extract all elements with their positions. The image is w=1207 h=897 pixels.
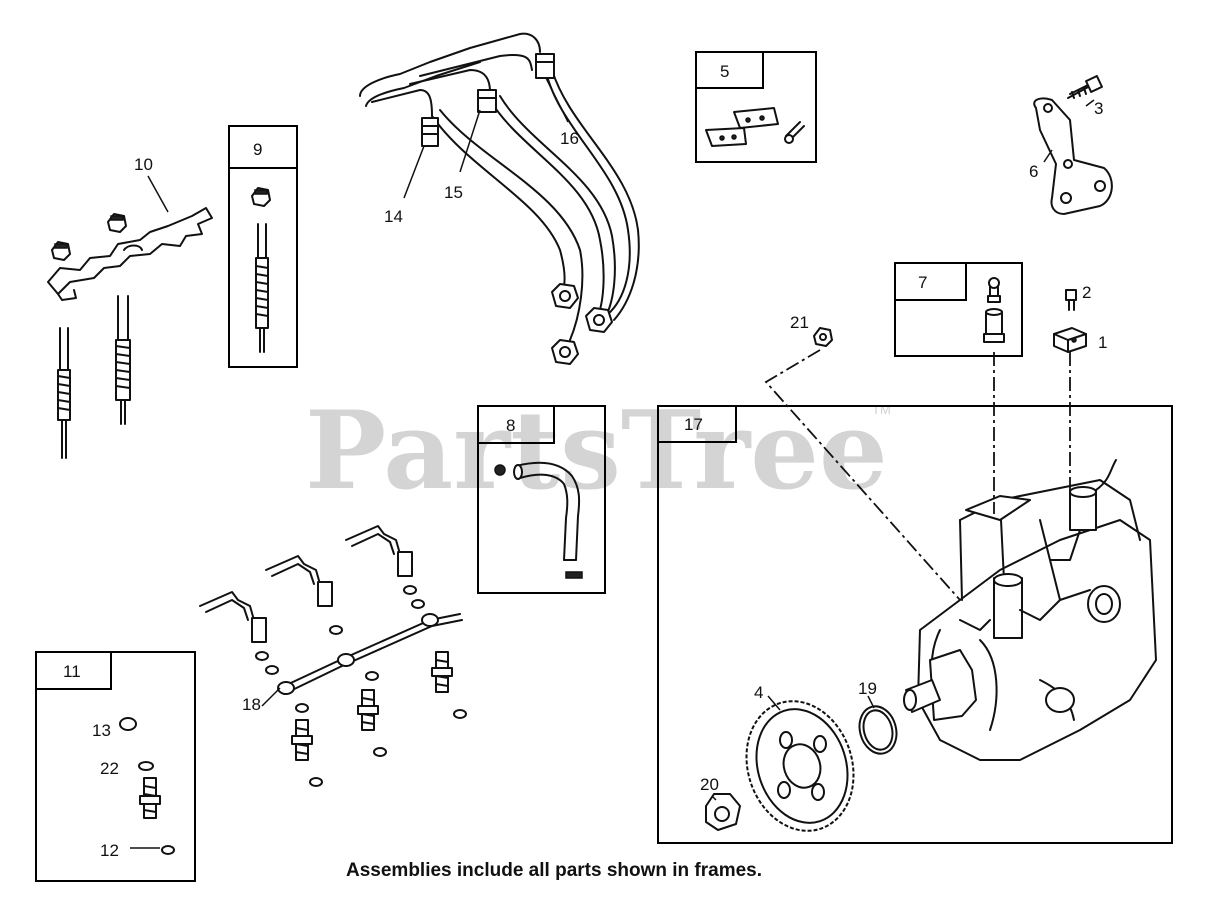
callout-16[interactable]: 16: [560, 129, 579, 148]
frame-5-label: 5: [720, 62, 729, 81]
callout-22[interactable]: 22: [100, 759, 119, 778]
frame-8-label: 8: [506, 416, 515, 435]
callout-14[interactable]: 14: [384, 207, 403, 226]
callout-19[interactable]: 19: [858, 679, 877, 698]
part-3-drawing[interactable]: [1067, 75, 1103, 99]
frame-9[interactable]: 9: [228, 125, 298, 368]
callout-4[interactable]: 4: [754, 683, 763, 702]
part-19-drawing[interactable]: [854, 702, 901, 758]
part-9-drawing[interactable]: [251, 187, 271, 353]
frame-7-label: 7: [918, 273, 927, 292]
frame-17-label: 17: [684, 415, 703, 434]
part-20-drawing[interactable]: [705, 793, 741, 831]
callout-12[interactable]: 12: [100, 841, 119, 860]
part-6-drawing[interactable]: [1033, 97, 1113, 215]
leader-lines: [130, 77, 1095, 849]
part-4-drawing[interactable]: [730, 687, 870, 845]
callout-2[interactable]: 2: [1082, 283, 1091, 302]
part-8-drawing[interactable]: [494, 461, 583, 579]
part-11-drawing[interactable]: [119, 717, 175, 855]
frame-9-label: 9: [253, 140, 262, 159]
assemblies-caption: Assemblies include all parts shown in fr…: [346, 860, 762, 881]
callout-20[interactable]: 20: [700, 775, 719, 794]
callout-10[interactable]: 10: [134, 155, 153, 174]
frame-11[interactable]: 11: [35, 651, 196, 882]
watermark-text: PartsTree: [305, 388, 888, 514]
part-7-drawing[interactable]: [983, 277, 1005, 343]
part-1-drawing[interactable]: [1053, 327, 1087, 353]
callout-21[interactable]: 21: [790, 313, 809, 332]
callout-labels: 1 2 3 4 6 10 12 13 14 15 16 18 19 20 21 …: [92, 99, 1107, 860]
part-17-pump-drawing[interactable]: [903, 459, 1157, 761]
callout-3[interactable]: 3: [1094, 99, 1103, 118]
callout-6[interactable]: 6: [1029, 162, 1038, 181]
frame-11-label: 11: [63, 662, 81, 681]
part-injection-lines-drawing[interactable]: [359, 32, 640, 365]
callout-1[interactable]: 1: [1098, 333, 1107, 352]
callout-18[interactable]: 18: [242, 695, 261, 714]
watermark: PartsTree TM: [305, 388, 891, 514]
callout-15[interactable]: 15: [444, 183, 463, 202]
part-21-drawing[interactable]: [813, 327, 833, 347]
watermark-tm: TM: [872, 402, 891, 417]
frame-7[interactable]: 7: [894, 262, 1023, 357]
frame-17[interactable]: 17: [657, 405, 1173, 844]
frame-5[interactable]: 5: [695, 51, 817, 163]
part-5-drawing[interactable]: [705, 107, 805, 147]
part-10-drawing[interactable]: [47, 207, 213, 459]
part-18-drawing[interactable]: [199, 525, 467, 787]
part-2-drawing[interactable]: [1065, 289, 1077, 311]
callout-13[interactable]: 13: [92, 721, 111, 740]
frame-8[interactable]: 8: [477, 405, 606, 594]
